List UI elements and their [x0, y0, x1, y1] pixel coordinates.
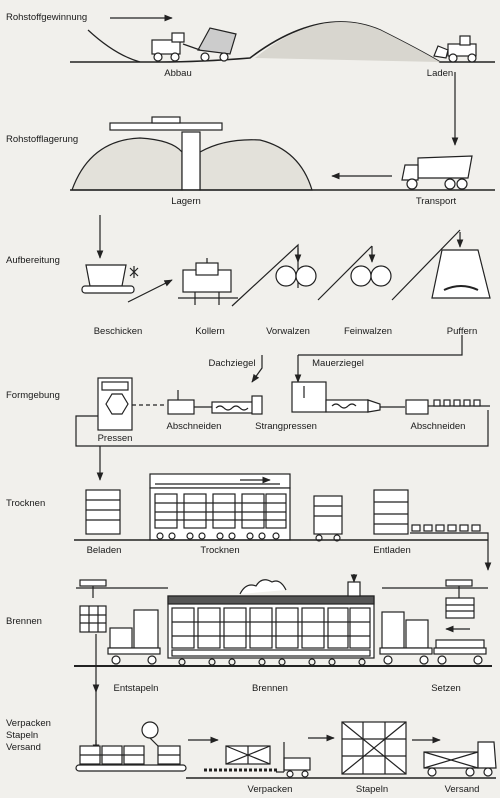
extruder-wall-icon [291, 381, 405, 413]
step-laden: Laden [426, 68, 454, 79]
setting-machine-icon [445, 579, 475, 619]
section-brennen: Brennen [6, 616, 42, 627]
step-setzen: Setzen [431, 683, 461, 694]
extruder-roof-icon [211, 395, 263, 415]
step-transport: Transport [415, 196, 457, 207]
kiln-cart-right-icon [379, 611, 433, 665]
flow-arrow [410, 532, 492, 571]
section-stapeln-line: Stapeln [6, 730, 39, 741]
clay-hill [255, 21, 440, 62]
section-verpacken-line: Verpacken [6, 718, 51, 729]
section-verpacken: Verpacken Stapeln Versand [6, 718, 51, 754]
step-dachziegel: Dachziegel [208, 358, 256, 369]
section-formgebung: Formgebung [6, 390, 60, 401]
quarry-slope [87, 29, 141, 63]
stage-aufbereitung [81, 215, 491, 307]
strapping-machine-icon [141, 721, 181, 765]
step-feinwalzen: Feinwalzen [343, 326, 393, 337]
section-versand-line: Versand [6, 742, 41, 753]
step-entladen: Entladen [373, 545, 411, 556]
conveyor [75, 764, 187, 772]
tunnel-kiln-icon [167, 574, 375, 666]
storage-pile-left [71, 137, 183, 191]
feeder-icon [81, 264, 139, 294]
kiln-cart-left-icon [107, 609, 161, 665]
step-kollern: Kollern [195, 326, 225, 337]
section-rohstofflagerung: Rohstofflagerung [6, 134, 79, 145]
rack-cart-icon [313, 495, 343, 542]
step-brennen: Brennen [252, 683, 288, 694]
truck-icon [423, 741, 497, 777]
flow-arrow [127, 279, 173, 303]
brick-packs-icon [79, 745, 145, 765]
storage-pile-right [199, 139, 313, 191]
step-pressen: Pressen [97, 433, 133, 444]
conveyor-line [317, 245, 373, 301]
cutter-wall-icon [405, 399, 490, 415]
stage-rohstoffgewinnung [70, 14, 495, 146]
step-mauerziegel: Mauerziegel [312, 358, 364, 369]
section-aufbereitung: Aufbereitung [6, 255, 60, 266]
press-icon [97, 377, 133, 431]
step-abbau: Abbau [164, 68, 192, 79]
step-abschneiden-1: Abschneiden [166, 421, 222, 432]
gripper-left-icon [79, 579, 107, 633]
step-vorwalzen: Vorwalzen [266, 326, 310, 337]
return-line [75, 410, 489, 447]
stage-trocknen [74, 473, 492, 571]
section-trocknen: Trocknen [6, 498, 46, 509]
dump-truck-icon [401, 155, 473, 190]
dryer-building-icon [149, 473, 291, 541]
fine-rollers-icon [350, 265, 392, 287]
pallet-icon [225, 745, 271, 765]
stacked-pallets-icon [341, 721, 407, 775]
storage-crane-trolley [151, 116, 181, 124]
stage-brennen [74, 574, 492, 762]
stage-formgebung [75, 335, 490, 481]
rollers-icon [275, 265, 317, 287]
storage-column [181, 131, 201, 191]
connector-line [298, 335, 463, 356]
unloader-icon [373, 489, 409, 535]
section-rohstoffgewinnung: Rohstoffgewinnung [6, 12, 88, 23]
step-entstapeln: Entstapeln [113, 683, 159, 694]
conveyor-line [391, 229, 461, 301]
brick-row-icon [411, 524, 481, 532]
step-stapeln: Stapeln [355, 784, 389, 795]
step-puffern: Puffern [446, 326, 478, 337]
storage-crane-beam [109, 122, 223, 131]
kiln-cart-setzen-icon [433, 639, 487, 665]
step-verpacken: Verpacken [247, 784, 293, 795]
loader-icon [433, 35, 477, 63]
kollergang-icon [178, 258, 238, 305]
step-versand: Versand [444, 784, 480, 795]
step-abschneiden-2: Abschneiden [410, 421, 466, 432]
step-lagern: Lagern [171, 196, 201, 207]
forklift-icon [276, 742, 311, 778]
excavator-icon [151, 27, 237, 62]
buffer-silo-icon [431, 249, 491, 299]
step-trocknen: Trocknen [200, 545, 240, 556]
cutter-icon [167, 390, 212, 415]
stage-verpacken [75, 721, 497, 779]
rack-icon [85, 489, 121, 535]
step-beschicken: Beschicken [93, 326, 143, 337]
step-strangpressen: Strangpressen [255, 421, 317, 432]
stage-rohstofflagerung [70, 116, 495, 191]
flow-arrow [251, 355, 263, 383]
step-beladen: Beladen [86, 545, 122, 556]
